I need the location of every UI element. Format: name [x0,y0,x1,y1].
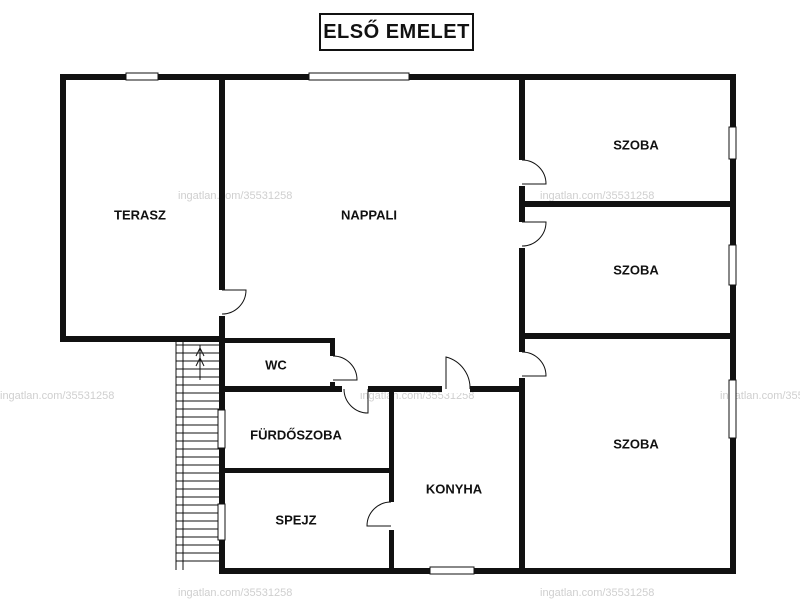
watermarks: ingatlan.com/35531258 ingatlan.com/35531… [0,190,800,599]
doors [218,159,547,530]
watermark: ingatlan.com/35531258 [178,190,292,202]
room-label-szoba: SZOBA [613,137,659,152]
room-label-szoba: SZOBA [613,262,659,277]
stair-arrow-icon [195,346,205,357]
room-label-konyha: KONYHA [426,481,483,496]
staircase [175,341,219,570]
door-icon [445,356,471,390]
room-label-szoba: SZOBA [613,436,659,451]
door-icon [521,159,547,185]
door-icon [521,221,547,247]
room-label-spejz: SPEJZ [275,512,316,527]
stair-arrow-icon [195,356,205,367]
window-icon [728,126,737,160]
door-icon [332,355,358,381]
window-icon [728,379,737,439]
watermark: ingatlan.com/35531258 [0,390,114,402]
window-icon [125,72,159,81]
door-icon [366,501,392,527]
room-labels: TERASZ NAPPALI SZOBA SZOBA SZOBA WC FÜRD… [114,137,659,527]
window-icon [308,72,410,81]
room-label-wc: WC [265,357,287,372]
door-icon [521,351,547,377]
room-label-furdoszoba: FÜRDŐSZOBA [250,427,342,442]
room-label-nappali: NAPPALI [341,207,397,222]
window-icon [728,244,737,286]
door-icon [343,388,369,414]
watermark: ingatlan.com/35531258 [540,587,654,599]
windows [125,72,737,575]
floor-title: ELSŐ EMELET [319,13,474,51]
window-icon [429,566,475,575]
door-icon [221,289,247,315]
room-label-terasz: TERASZ [114,207,166,222]
watermark: ingatlan.com/35531258 [540,190,654,202]
watermark: ingatlan.com/35531258 [720,390,800,402]
watermark: ingatlan.com/35531258 [178,587,292,599]
window-icon [217,503,226,541]
window-icon [217,409,226,449]
